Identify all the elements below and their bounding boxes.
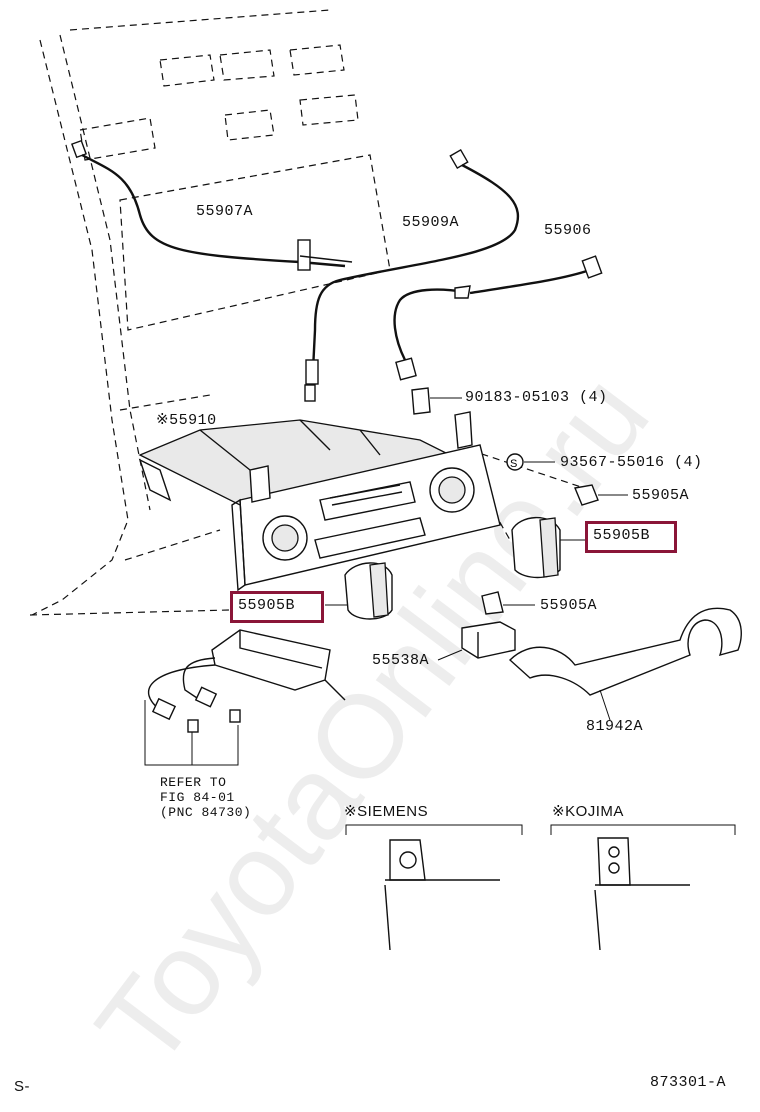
label-81942a: 81942A xyxy=(586,718,644,735)
footer-left: S- xyxy=(14,1078,30,1095)
siemens-detail xyxy=(345,824,523,951)
knob-55905b-right xyxy=(511,516,585,579)
clip-90183 xyxy=(411,387,462,415)
refer-line-3: (PNC 84730) xyxy=(160,805,252,820)
label-kojima: ※KOJIMA xyxy=(552,803,624,820)
refer-line-2: FIG 84-01 xyxy=(160,790,235,805)
kojima-detail xyxy=(550,824,736,951)
screw-93567: S xyxy=(506,453,555,471)
bracket-81942a xyxy=(508,607,742,721)
label-55909a: 55909A xyxy=(402,214,460,231)
label-55905a-top: 55905A xyxy=(632,487,690,504)
label-55910: ※55910 xyxy=(156,412,217,429)
knob-cap-55905a-top xyxy=(574,484,628,506)
label-55905a-mid: 55905A xyxy=(540,597,598,614)
label-55906: 55906 xyxy=(544,222,592,239)
highlight-55905b-right xyxy=(585,521,677,553)
label-93567: 93567-55016 (4) xyxy=(560,454,703,471)
cable-55907a xyxy=(71,139,353,271)
label-55538a: 55538A xyxy=(372,652,430,669)
highlight-55905b-left xyxy=(230,591,324,623)
label-55905b-left: 55905B xyxy=(238,597,296,614)
label-55907a: 55907A xyxy=(196,203,254,220)
illumination-harness xyxy=(144,629,346,766)
cable-55906 xyxy=(393,255,603,381)
knob-cap-55905a-mid xyxy=(481,591,535,615)
label-55905b-right: 55905B xyxy=(593,527,651,544)
footer-figure-code: 873301-A xyxy=(650,1074,727,1091)
cable-55909a xyxy=(304,148,520,402)
refer-line-1: REFER TO xyxy=(160,775,227,790)
knob-55905b-left xyxy=(325,562,393,620)
lamp-55538a xyxy=(437,621,516,661)
label-siemens: ※SIEMENS xyxy=(344,803,429,820)
screw-symbol-text: S xyxy=(510,458,517,470)
label-90183: 90183-05103 (4) xyxy=(465,389,608,406)
heater-control-unit xyxy=(138,411,501,592)
